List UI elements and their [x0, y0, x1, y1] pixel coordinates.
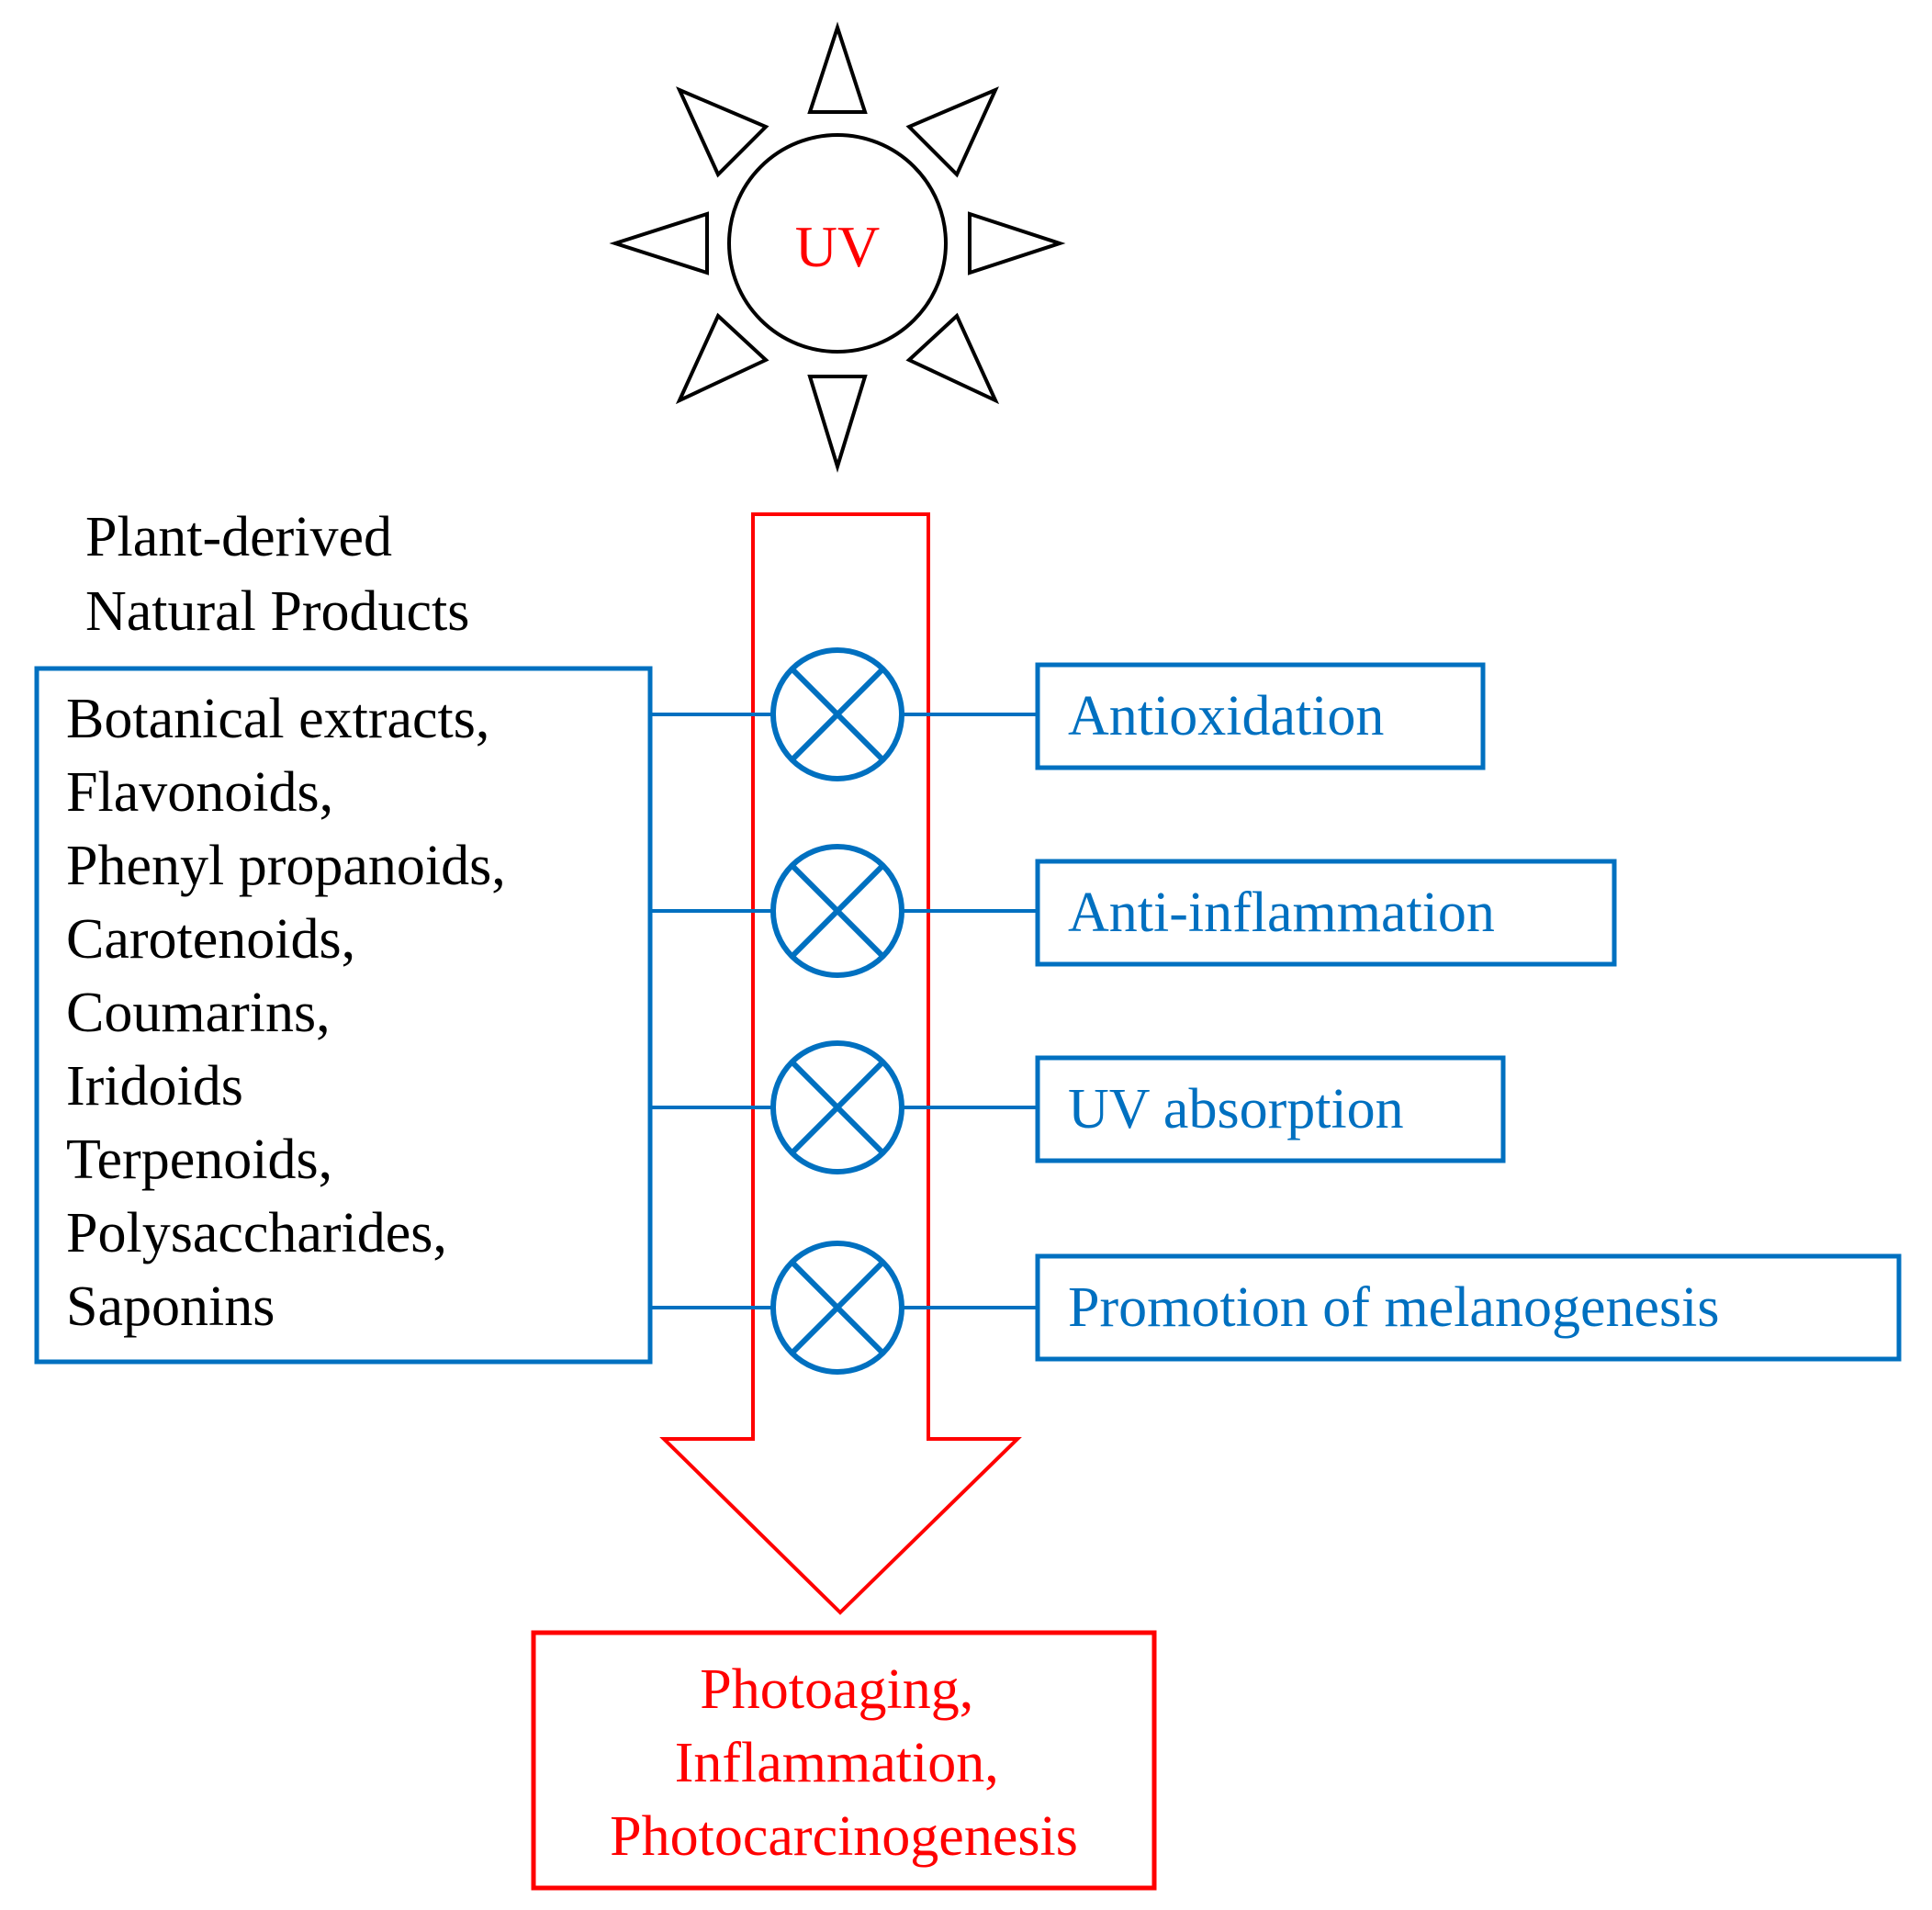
block-icon [770, 647, 904, 781]
outcome-box [531, 1630, 1157, 1891]
sun-disc [727, 133, 948, 354]
effect-box-antioxidation [1035, 662, 1486, 770]
outcome-line: Photocarcinogenesis [610, 1805, 1078, 1868]
compound-item: Iridoids [66, 1055, 243, 1118]
effect-box-melanogenesis [1035, 1253, 1902, 1362]
compound-item: Polysaccharides, [66, 1202, 447, 1264]
effect-boxes [1035, 662, 1902, 1362]
compound-item: Phenyl propanoids, [66, 835, 506, 897]
sun-ray-bottom-left [675, 312, 769, 405]
effect-box-uv-absorption [1035, 1055, 1506, 1163]
effect-label-melanogenesis: Promotion of melanogenesis [1068, 1276, 1719, 1339]
sun-ray-left [609, 211, 709, 275]
block-icon [770, 1241, 904, 1375]
compound-item: Terpenoids, [66, 1129, 332, 1191]
heading-line: Natural Products [85, 580, 469, 643]
sun-label: UV [795, 214, 880, 279]
outcome-line: Photoaging, [700, 1658, 973, 1721]
block-symbols [770, 647, 904, 1375]
compounds-box [34, 666, 653, 1365]
outcome-line: Inflammation, [675, 1732, 999, 1794]
sun-ray-right [968, 211, 1066, 275]
effect-label-anti-inflammation: Anti-inflammation [1068, 882, 1495, 944]
compounds-list: Botanical extracts, Flavonoids, Phenyl p… [66, 688, 520, 1338]
outcome-text: Photoaging, Inflammation, Photocarcinoge… [610, 1658, 1078, 1868]
compound-item: Botanical extracts, [66, 688, 489, 750]
effect-label-antioxidation: Antioxidation [1068, 685, 1384, 747]
effect-label-uv-absorption: UV absorption [1068, 1078, 1404, 1140]
uv-arrow [659, 512, 1022, 1615]
compound-item: Carotenoids, [66, 908, 355, 971]
compound-item: Coumarins, [66, 982, 331, 1044]
sun-ray-bottom-right [905, 312, 1000, 405]
connector-lines [650, 713, 1038, 1309]
block-icon [770, 1040, 904, 1174]
sun-ray-top-left [676, 86, 769, 178]
heading-line: Plant-derived [85, 506, 392, 568]
sun-ray-bottom [807, 375, 868, 473]
sun-icon [609, 21, 1066, 473]
effect-box-anti-inflammation [1035, 859, 1617, 967]
sun-ray-top-right [905, 86, 999, 178]
block-icon [770, 844, 904, 978]
compound-item: Saponins [66, 1275, 275, 1338]
compound-item: Flavonoids, [66, 761, 333, 824]
natural-products-heading: Plant-derived Natural Products [85, 506, 469, 643]
sun-ray-top [807, 21, 868, 114]
